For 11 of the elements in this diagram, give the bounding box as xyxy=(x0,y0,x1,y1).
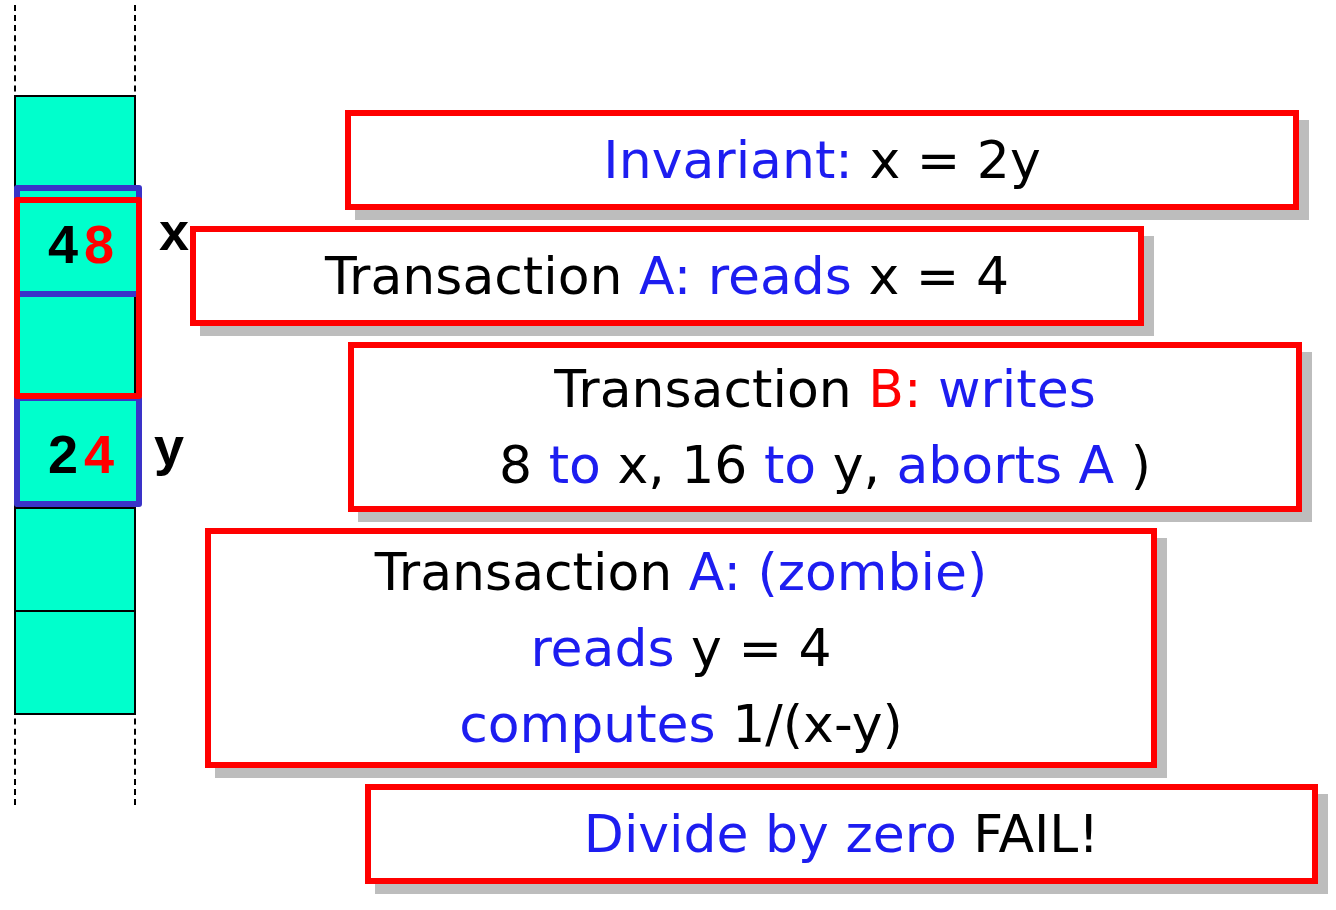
variable-label: y xyxy=(154,415,185,477)
card-text: Divide by zero FAIL! xyxy=(583,803,1100,866)
card-text: Transaction A: reads x = 4 xyxy=(325,245,1009,308)
card-text: Transaction B: writes 8 to x, 16 to y, aborts A ) xyxy=(499,358,1151,497)
cell-value: 4 xyxy=(48,213,79,275)
variable-label: x xyxy=(159,200,190,262)
card-text: Transaction A: (zombie) reads y = 4 computes 1/(x-y) xyxy=(374,541,988,756)
card-text: Invariant: x = 2y xyxy=(603,129,1041,192)
cell-value: 4 xyxy=(84,423,115,485)
cell-value: 8 xyxy=(84,213,115,275)
cell-value: 2 xyxy=(48,423,79,485)
